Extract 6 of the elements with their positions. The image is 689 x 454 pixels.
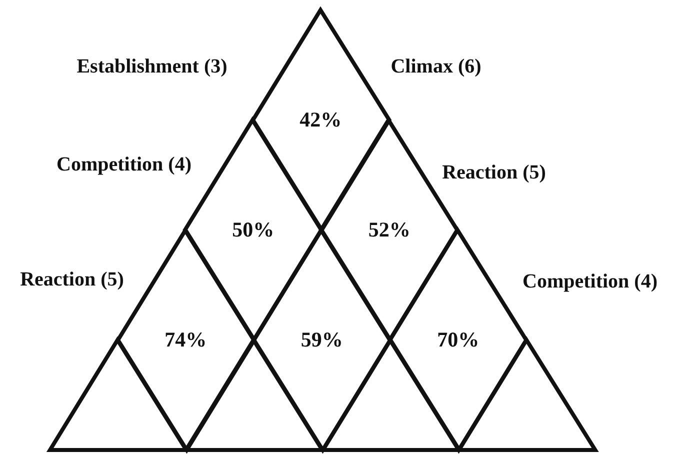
side-label: Reaction (5) xyxy=(20,268,124,292)
side-label: Competition (4) xyxy=(522,270,658,294)
side-label: Reaction (5) xyxy=(442,162,546,184)
side-label: Establishment (3) xyxy=(76,56,228,78)
side-label: Competition (4) xyxy=(56,154,192,176)
side-label: Climax (6) xyxy=(390,56,482,78)
